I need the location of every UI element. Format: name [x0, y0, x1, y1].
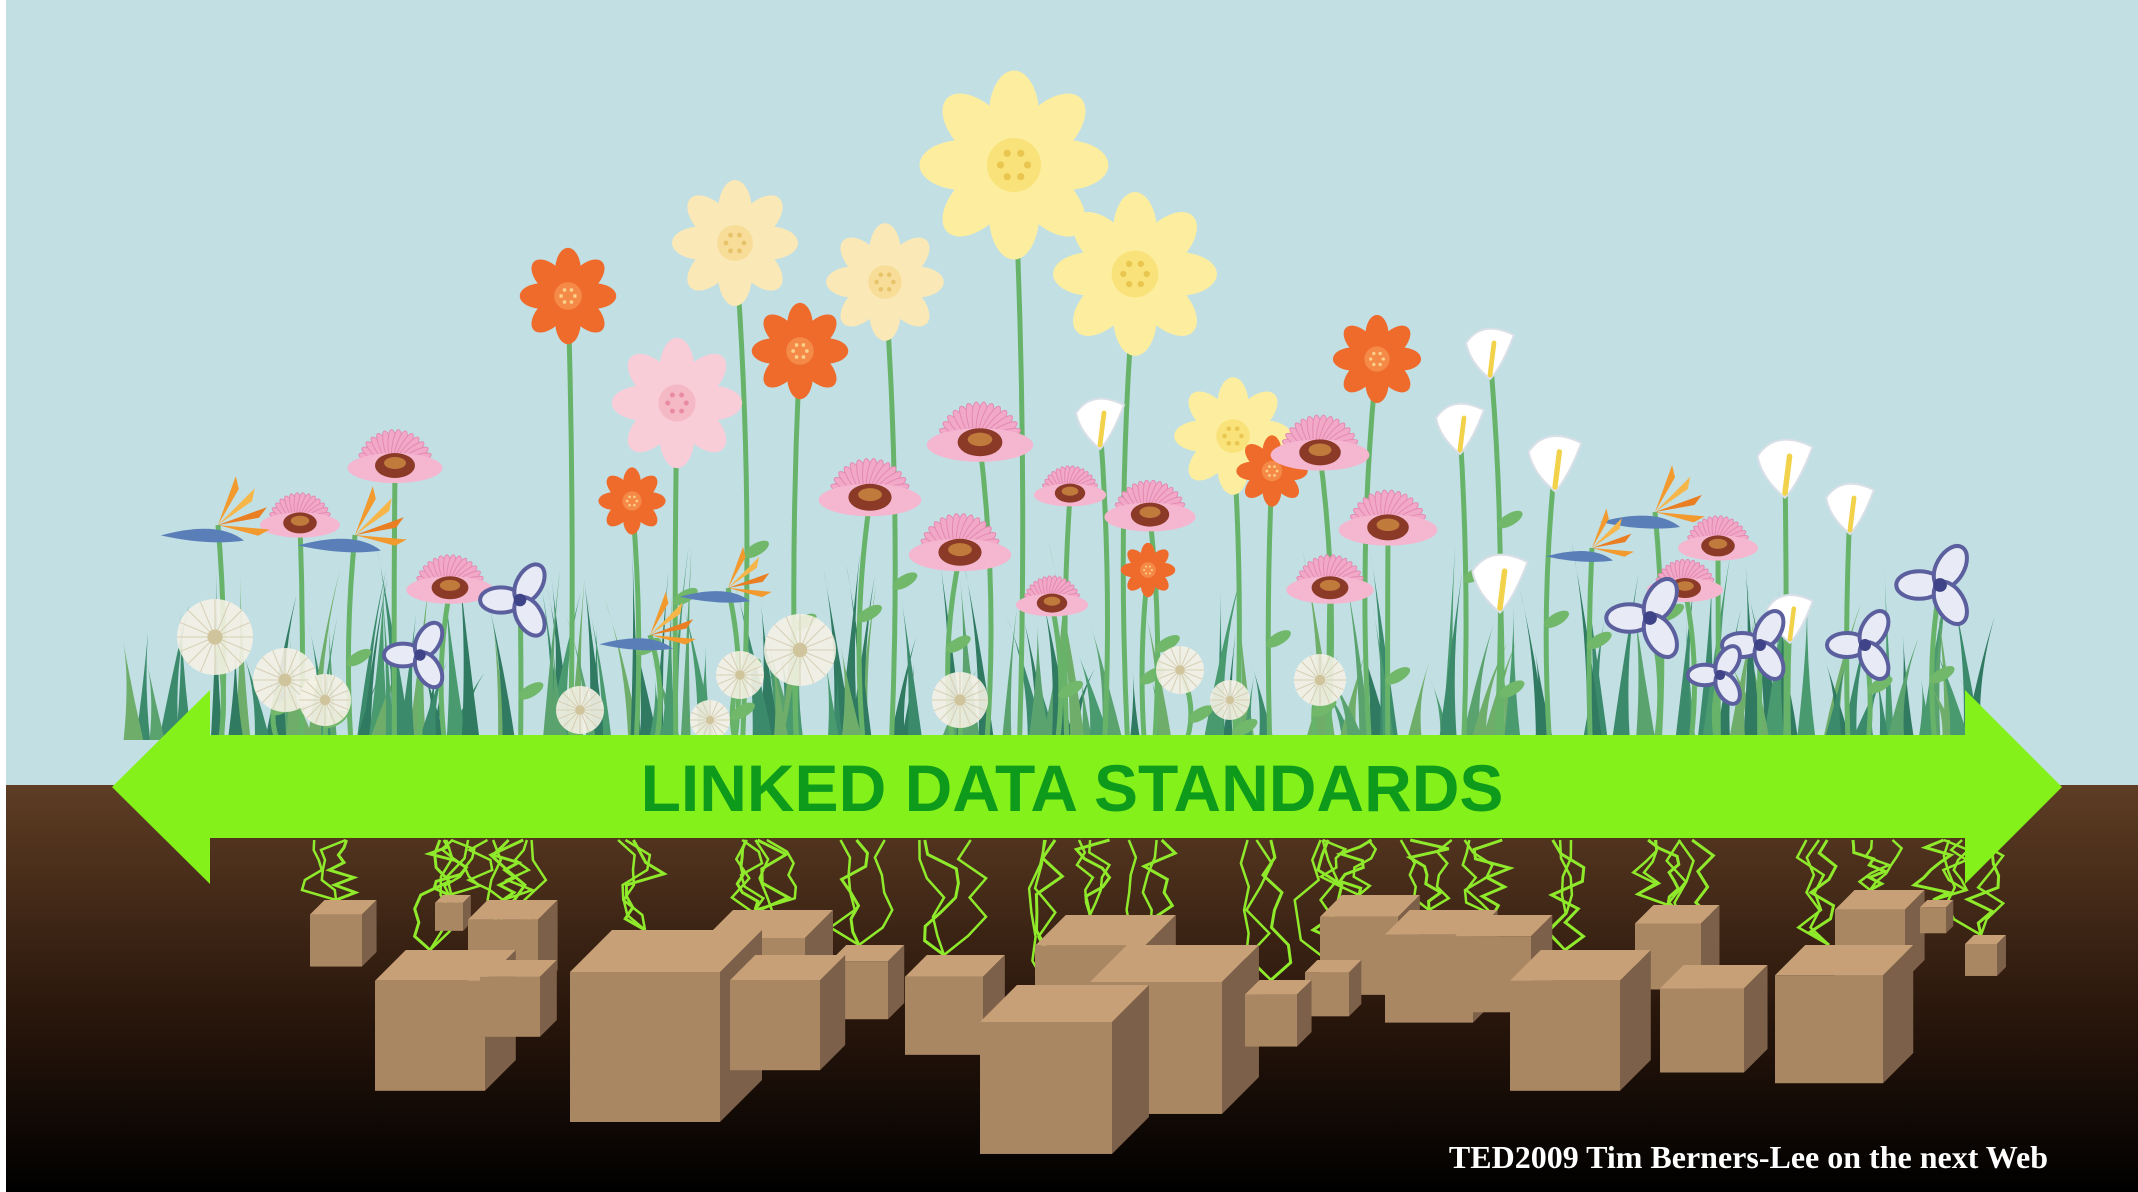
data-box [1775, 945, 1914, 1084]
data-box [730, 955, 846, 1071]
left-border [0, 0, 6, 1192]
data-box [310, 900, 377, 967]
double-arrow-shape [112, 690, 2062, 884]
data-box [480, 960, 557, 1037]
flower-heads [160, 70, 1969, 740]
data-boxes [310, 890, 2006, 1154]
credit-caption: TED2009 Tim Berners-Lee on the next Web [1449, 1139, 2048, 1175]
data-box [1510, 950, 1651, 1091]
data-box [435, 895, 471, 931]
banner-label: LINKED DATA STANDARDS [641, 751, 1504, 825]
data-box [1305, 960, 1362, 1017]
data-box [1660, 965, 1768, 1073]
linked-data-arrow: LINKED DATA STANDARDS [112, 690, 2062, 884]
data-box [1965, 935, 2006, 976]
data-box [1245, 980, 1312, 1047]
data-box [980, 985, 1149, 1154]
data-box [1920, 900, 1954, 934]
